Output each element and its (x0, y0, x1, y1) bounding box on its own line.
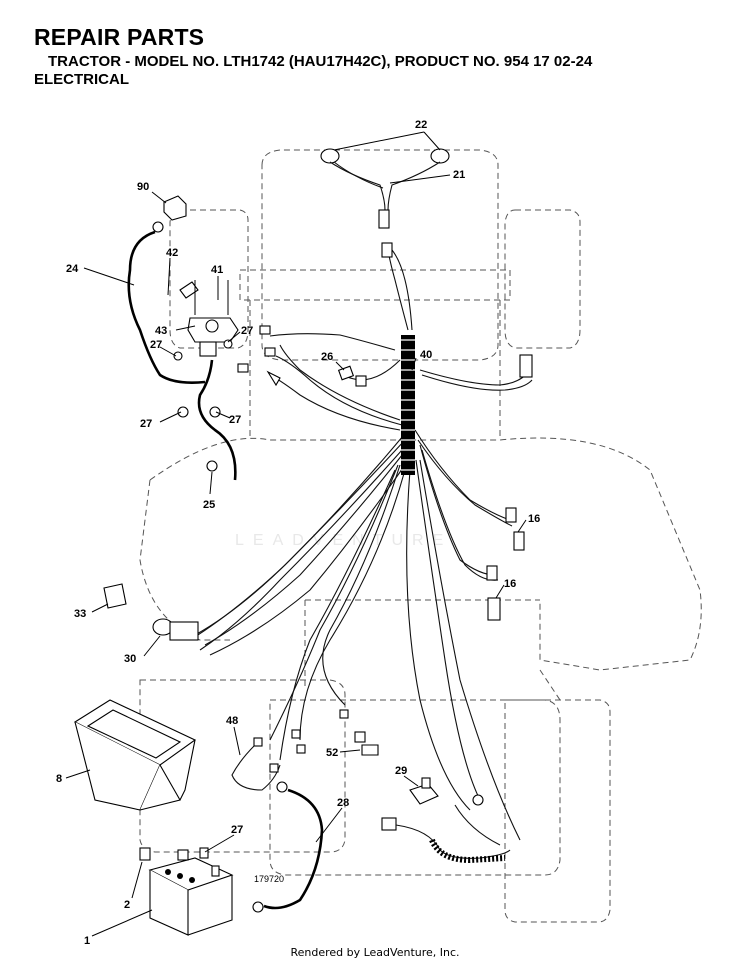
callout-43: 43 (155, 325, 167, 337)
headlights (320, 148, 450, 258)
battery-cable (252, 781, 324, 913)
conduit-loom (401, 335, 415, 475)
callout-8: 8 (56, 773, 62, 785)
section-label: ELECTRICAL (34, 71, 129, 88)
callout-16b: 16 (504, 578, 516, 590)
connectors (337, 354, 533, 621)
battery (139, 847, 234, 936)
callout-labels: 22 21 90 24 42 41 43 27 27 26 40 27 27 2… (56, 119, 540, 947)
drawing-number: 179720 (254, 874, 284, 884)
callout-41: 41 (211, 264, 223, 276)
battery-box (73, 699, 197, 811)
callout-42: 42 (166, 247, 178, 259)
callout-27b: 27 (150, 339, 162, 351)
callout-26: 26 (321, 351, 333, 363)
callout-21: 21 (453, 169, 465, 181)
callout-28: 28 (337, 797, 349, 809)
callout-52: 52 (326, 747, 338, 759)
callout-40: 40 (420, 349, 432, 361)
footer-credit: Rendered by LeadVenture, Inc. (290, 946, 460, 959)
callout-27d: 27 (229, 414, 241, 426)
callout-27a: 27 (241, 325, 253, 337)
callout-1: 1 (84, 935, 90, 947)
solenoid-assembly (127, 195, 281, 481)
light-wiring (231, 709, 379, 791)
callout-30: 30 (124, 653, 136, 665)
seat-switch (381, 777, 511, 864)
callout-2: 2 (124, 899, 130, 911)
page-title: REPAIR PARTS (34, 24, 205, 50)
callout-16a: 16 (528, 513, 540, 525)
callout-90: 90 (137, 181, 149, 193)
callout-29: 29 (395, 765, 407, 777)
wire-harness (189, 249, 533, 841)
callout-48: 48 (226, 715, 238, 727)
callout-27e: 27 (231, 824, 243, 836)
tractor-outline (139, 149, 702, 923)
ignition-switch (103, 583, 199, 641)
page-header: REPAIR PARTS TRACTOR - MODEL NO. LTH1742… (34, 24, 734, 89)
leader-lines (65, 131, 527, 937)
callout-33: 33 (74, 608, 86, 620)
callout-24: 24 (66, 263, 79, 275)
watermark-text: LEADVENTURE (235, 532, 453, 549)
callout-22: 22 (415, 119, 427, 131)
model-subtitle: TRACTOR - MODEL NO. LTH1742 (HAU17H42C),… (48, 53, 593, 70)
callout-25: 25 (203, 499, 215, 511)
callout-27c: 27 (140, 418, 152, 430)
